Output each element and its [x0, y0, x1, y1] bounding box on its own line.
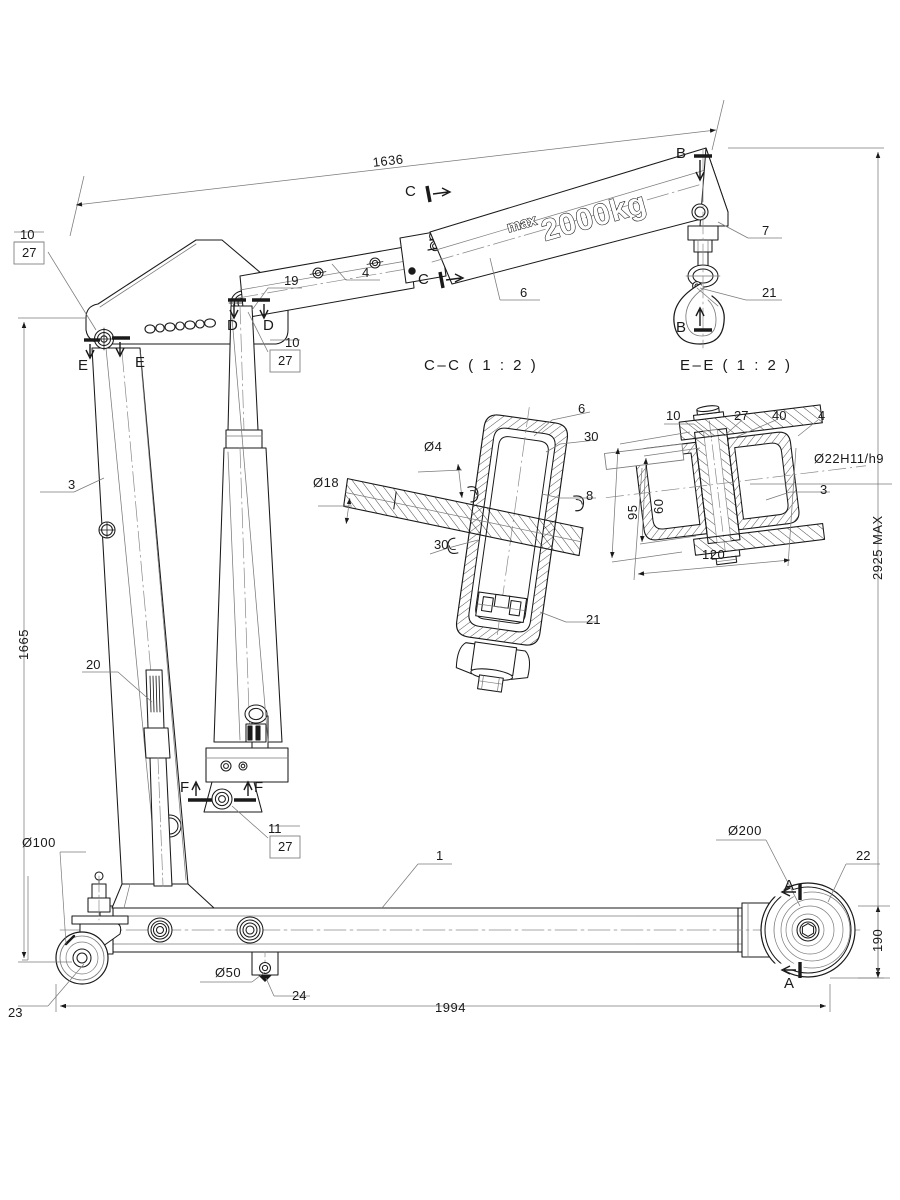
- base-frame-assembly: [59, 902, 861, 958]
- balloon-stack-mast-lower: 27: [278, 353, 293, 368]
- hydraulic-cylinder-19: [203, 305, 289, 813]
- balloon-item-3: 3: [68, 477, 76, 492]
- center-pin-boss-24: [251, 951, 279, 982]
- rear-wheel-22: [760, 882, 856, 978]
- section-mark-a-bottom: A: [784, 975, 795, 992]
- balloon-item-4: 4: [362, 265, 370, 280]
- dimension-caster-diameter: Ø100: [22, 835, 56, 850]
- balloon-item-22: 22: [856, 848, 871, 863]
- section-mark-b-bottom: B: [676, 319, 687, 336]
- balloon-ee-item-40: 40: [772, 408, 787, 423]
- balloon-item-20: 20: [86, 657, 101, 672]
- dimension-ee-width-120: 120: [702, 547, 726, 562]
- section-mark-ticks: [84, 154, 802, 978]
- dimension-wheel-diameter: Ø200: [728, 823, 762, 838]
- balloon-cc-item-30a: 30: [584, 429, 599, 444]
- balloon-item-24: 24: [292, 988, 307, 1003]
- dimension-boom-length: 1636: [371, 151, 405, 170]
- section-mark-d-right: D: [263, 317, 274, 334]
- dimension-bore-fit: Ø22H11/h9: [814, 451, 885, 466]
- section-mark-c-bottom: C: [418, 271, 429, 288]
- balloon-boxes: [13, 231, 301, 859]
- dimension-mast-height: 1665: [16, 629, 31, 660]
- balloon-ee-item-4: 4: [818, 408, 826, 423]
- balloon-item-7: 7: [762, 223, 770, 238]
- dimension-ee-95: 95: [625, 504, 640, 520]
- section-mark-b-top: B: [676, 145, 687, 162]
- section-title-cc: C–C ( 1 : 2 ): [424, 357, 539, 374]
- balloon-item-6: 6: [520, 285, 528, 300]
- section-mark-e-left: E: [78, 357, 89, 374]
- balloon-stack-bottom-lower: 27: [278, 839, 293, 854]
- section-mark-f-left: F: [180, 779, 190, 796]
- section-mark-a-top: A: [784, 877, 795, 894]
- balloon-cc-item-30b: 30: [434, 537, 449, 552]
- dimension-ee-60: 60: [651, 498, 666, 514]
- dimension-lines: [18, 99, 892, 1012]
- balloon-item-21: 21: [762, 285, 777, 300]
- boom-assembly: [237, 147, 729, 319]
- section-mark-e-right: E: [135, 354, 146, 371]
- dimension-hole-4: Ø4: [424, 439, 443, 454]
- pump-ram-20: [143, 669, 173, 887]
- dimension-wheel-height: 190: [870, 928, 885, 952]
- balloon-cc-item-6: 6: [578, 401, 586, 416]
- dimension-max-height: 2925 MAX: [870, 515, 885, 580]
- balloon-stack-top-left-lower: 27: [22, 245, 37, 260]
- balloon-cc-item-21: 21: [586, 612, 601, 627]
- dimension-pin-18: Ø18: [313, 475, 340, 490]
- balloon-stack-bottom-upper: 11: [268, 821, 282, 836]
- balloon-cc-item-8: 8: [586, 488, 594, 503]
- section-view-ee: [604, 404, 866, 566]
- section-view-cc: [343, 407, 585, 693]
- dimension-base-length: 1994: [435, 1000, 466, 1015]
- section-title-ee: E–E ( 1 : 2 ): [680, 357, 793, 374]
- balloon-item-23: 23: [8, 1005, 23, 1020]
- balloon-stack-mast-upper: 10: [285, 335, 300, 350]
- front-caster-23: [55, 871, 129, 985]
- balloon-item-1: 1: [436, 848, 444, 863]
- balloon-ee-item-3: 3: [820, 482, 828, 497]
- balloon-ee-item-10: 10: [666, 408, 681, 423]
- balloon-ee-item-27: 27: [734, 408, 749, 423]
- section-mark-f-right: F: [254, 779, 264, 796]
- balloon-stack-top-left-upper: 10: [20, 227, 35, 242]
- dimension-pin-50: Ø50: [215, 965, 242, 980]
- section-mark-d-left: D: [227, 317, 238, 334]
- balloon-item-19: 19: [284, 273, 299, 288]
- section-mark-arrows: [85, 160, 796, 975]
- section-mark-c-top: C: [405, 183, 416, 200]
